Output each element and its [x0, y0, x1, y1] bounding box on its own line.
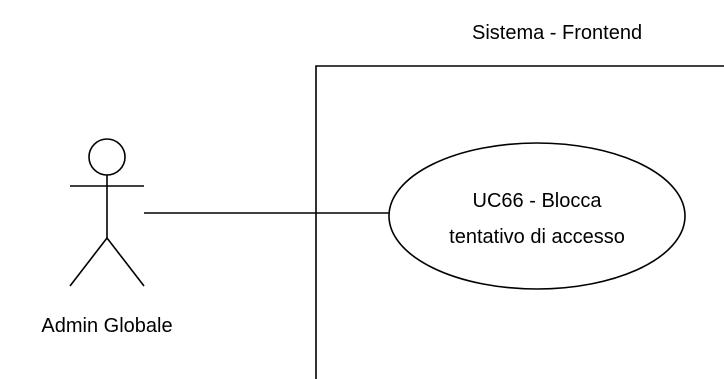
system-title: Sistema - Frontend [472, 22, 642, 44]
use-case-label-line2: tentativo di accesso [449, 226, 625, 248]
actor-label: Admin Globale [41, 315, 172, 337]
actor-right-leg [106, 237, 145, 287]
use-case-label-line1: UC66 - Blocca [473, 190, 603, 212]
actor-admin-globale: Admin Globale [41, 138, 173, 337]
system-boundary-frame [315, 65, 724, 379]
use-case-ellipse [388, 142, 686, 290]
actor-left-leg [69, 237, 108, 287]
use-case-uc66: UC66 - Blocca tentativo di accesso [388, 142, 686, 290]
actor-head [88, 138, 126, 176]
system-boundary: Sistema - Frontend [315, 22, 724, 379]
